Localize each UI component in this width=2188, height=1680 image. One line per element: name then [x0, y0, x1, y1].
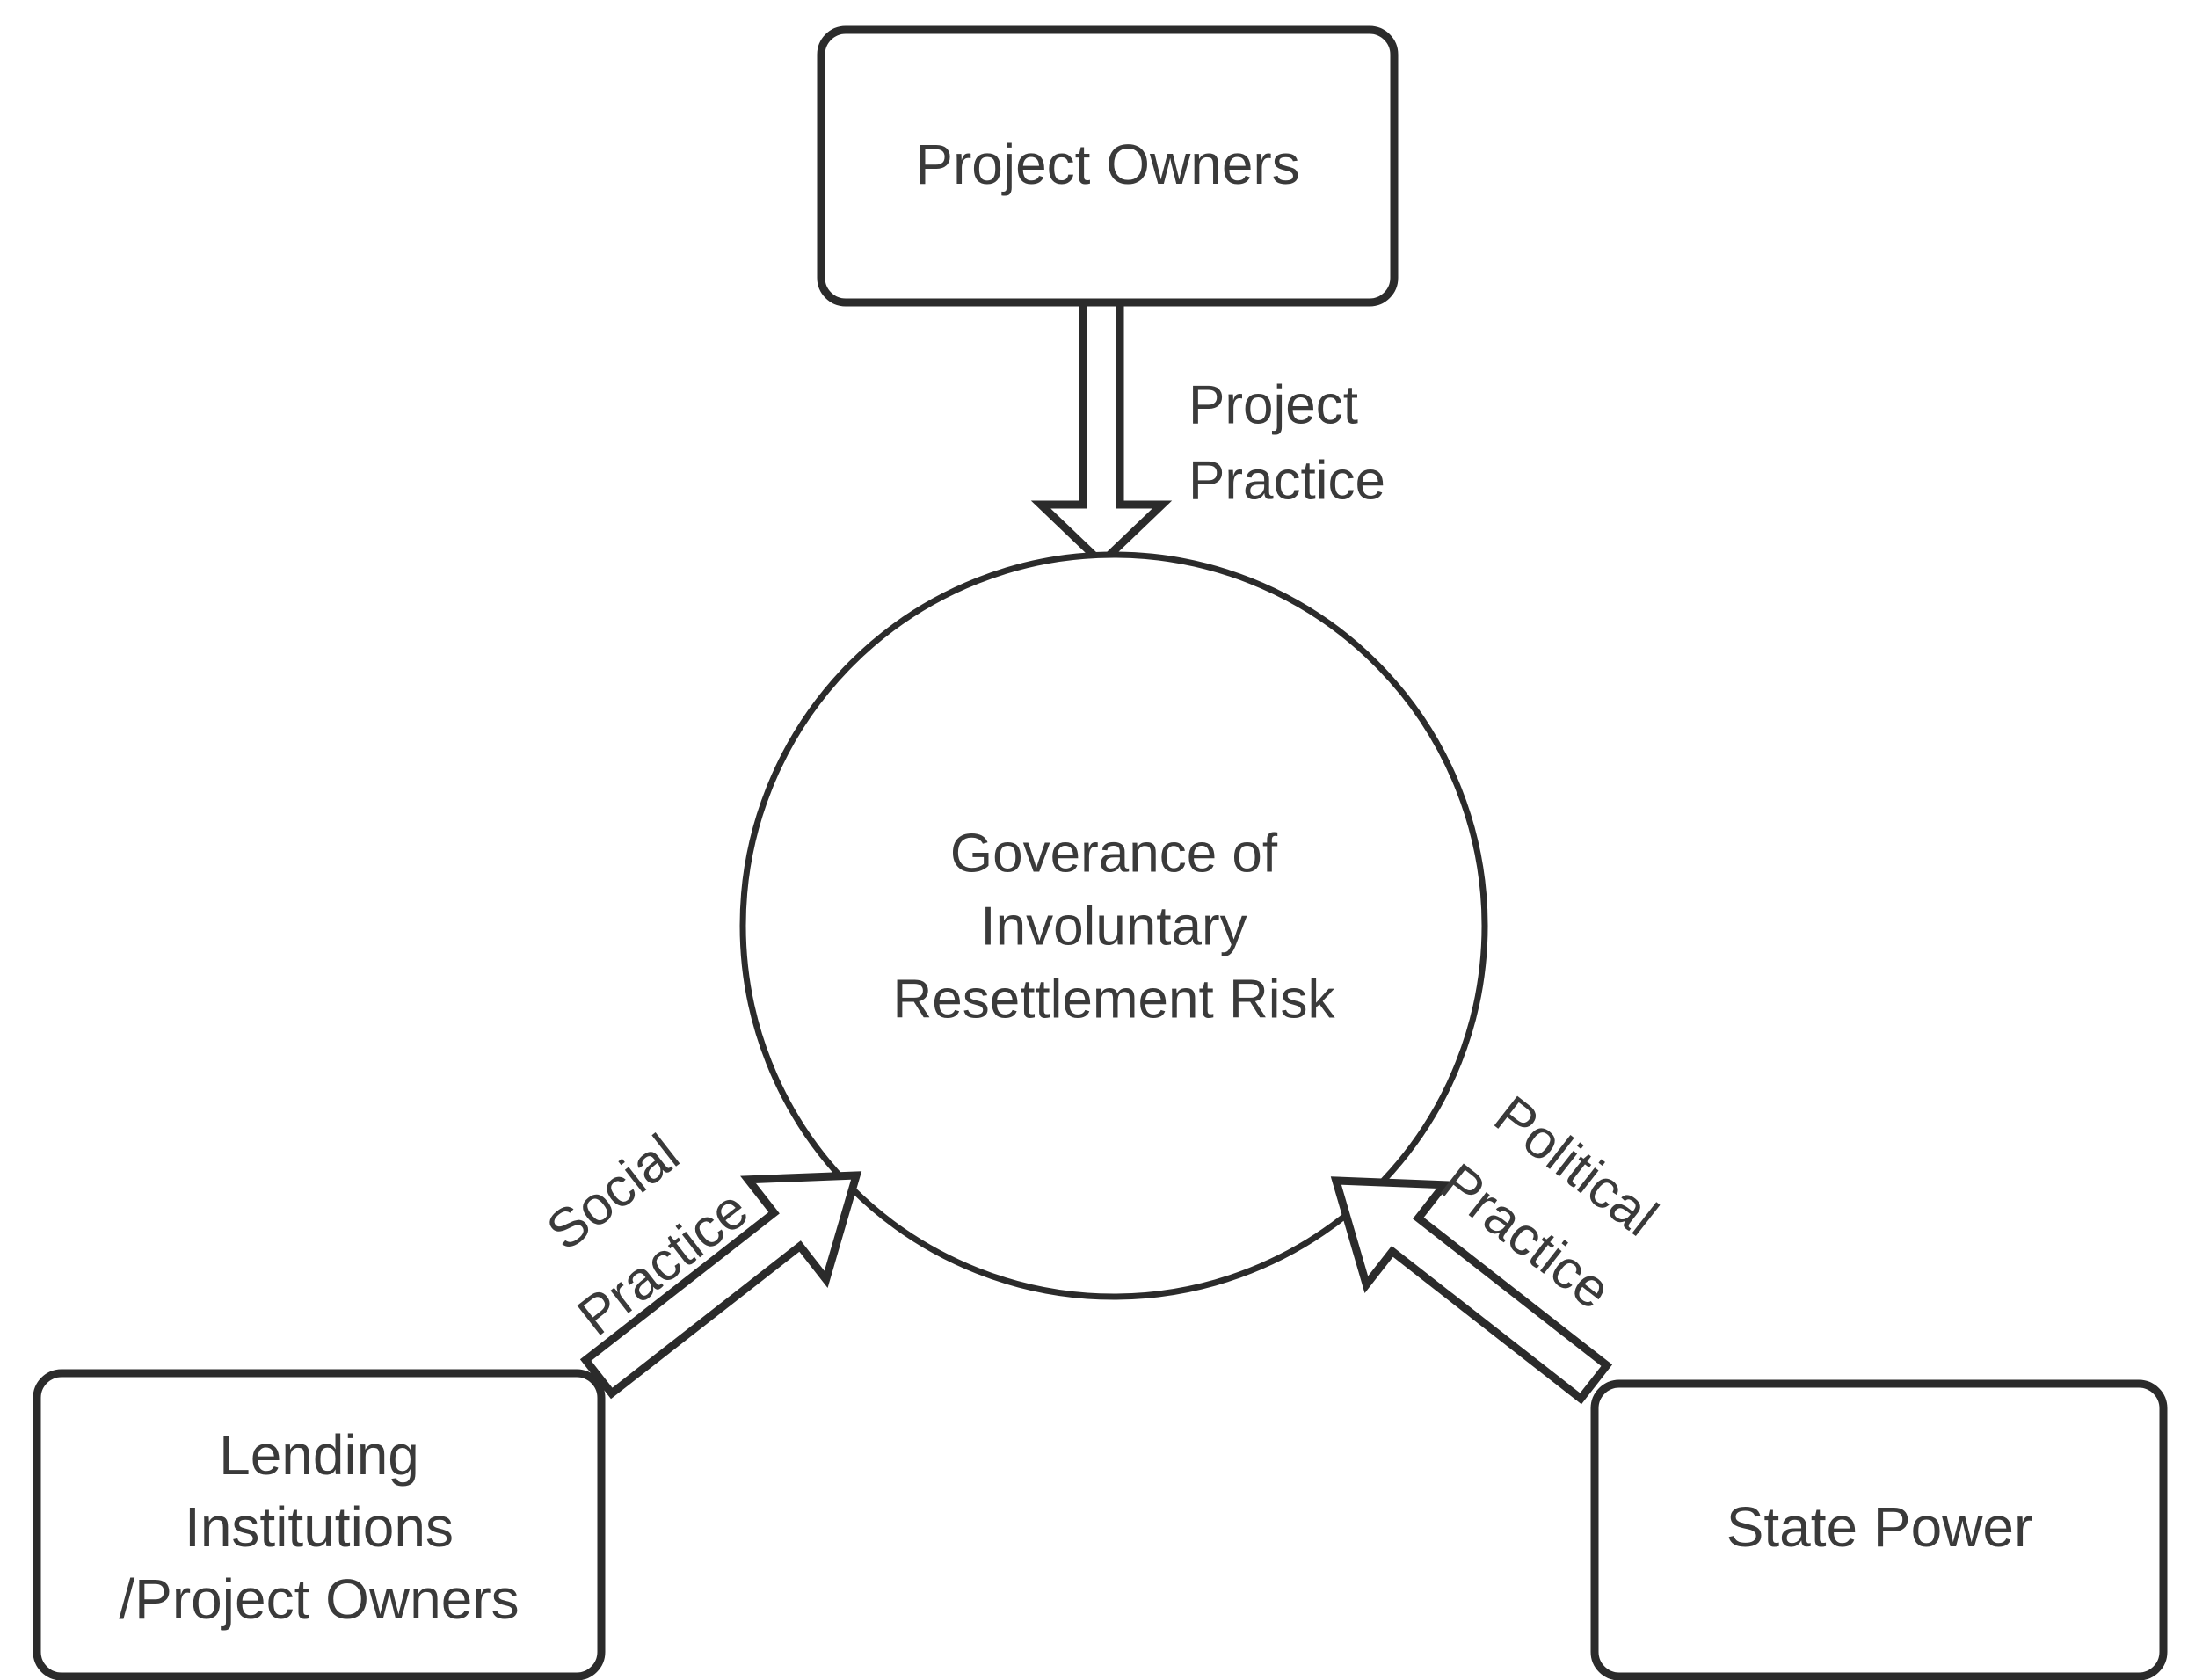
- lending-institutions-label-line-3: /Project Owners: [119, 1567, 519, 1631]
- edge-project-practice[interactable]: Project Practice: [1030, 298, 1385, 569]
- state-power-label: State Power: [1726, 1495, 2033, 1559]
- state-power-box[interactable]: [1590, 1379, 2168, 1680]
- project-practice-label-line-1: Project: [1188, 375, 1358, 435]
- project-owners-label: Project Owners: [915, 133, 1299, 196]
- node-lending-institutions[interactable]: Lending Institutions /Project Owners: [33, 1369, 606, 1680]
- lending-institutions-box[interactable]: [33, 1369, 606, 1680]
- governance-circle-shape[interactable]: [739, 551, 1488, 1300]
- lending-institutions-label-line-1: Lending: [219, 1423, 419, 1487]
- political-practice-arrow-icon[interactable]: [1298, 1131, 1633, 1431]
- project-practice-arrow-icon[interactable]: [1030, 298, 1173, 569]
- governance-circle-label-line-2: Involuntary: [980, 896, 1247, 956]
- node-project-owners[interactable]: Project Owners: [817, 25, 1399, 307]
- lending-institutions-label-line-2: Institutions: [185, 1495, 454, 1559]
- governance-circle-label-line-1: Goverance of: [950, 823, 1278, 884]
- project-practice-label-line-2: Practice: [1188, 450, 1385, 511]
- node-governance-circle[interactable]: Goverance of Involuntary Resettlement Ri…: [739, 551, 1488, 1300]
- node-state-power[interactable]: State Power: [1590, 1379, 2168, 1680]
- social-practice-arrow-icon[interactable]: [560, 1125, 896, 1426]
- governance-circle-label-line-3: Resettlement Risk: [892, 969, 1335, 1029]
